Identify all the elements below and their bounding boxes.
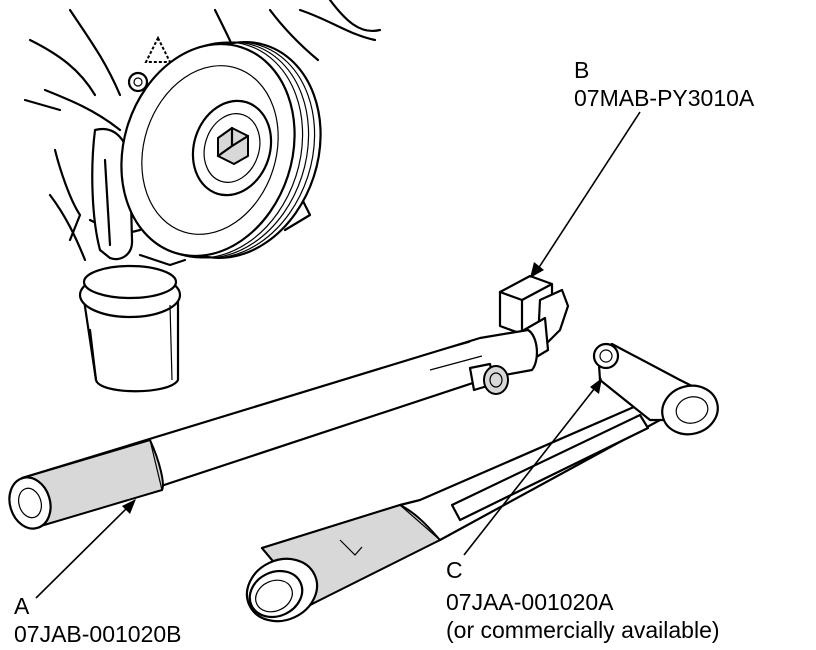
oil-filter-illustration <box>78 264 182 393</box>
leader-arrow-c-icon <box>590 378 602 394</box>
callout-a-part-number: 07JAB-001020B <box>14 621 182 647</box>
callout-a-letter: A <box>14 593 30 619</box>
callout-c-letter: C <box>446 557 463 583</box>
leader-arrow-b-icon <box>530 262 544 278</box>
handle-illustration <box>8 328 538 530</box>
leader-arrow-a-icon <box>122 499 136 514</box>
callout-c-note: (or commercially available) <box>446 617 720 643</box>
torque-wrench-illustration <box>245 342 719 623</box>
crankshaft-pulley-illustration <box>120 40 322 260</box>
warning-triangle-icon <box>144 35 172 63</box>
callout-b-letter: B <box>574 57 590 83</box>
callout-c-part-number: 07JAA-001020A <box>446 589 614 615</box>
leader-lines <box>35 111 641 599</box>
callout-b-part-number: 07MAB-PY3010A <box>574 85 755 111</box>
